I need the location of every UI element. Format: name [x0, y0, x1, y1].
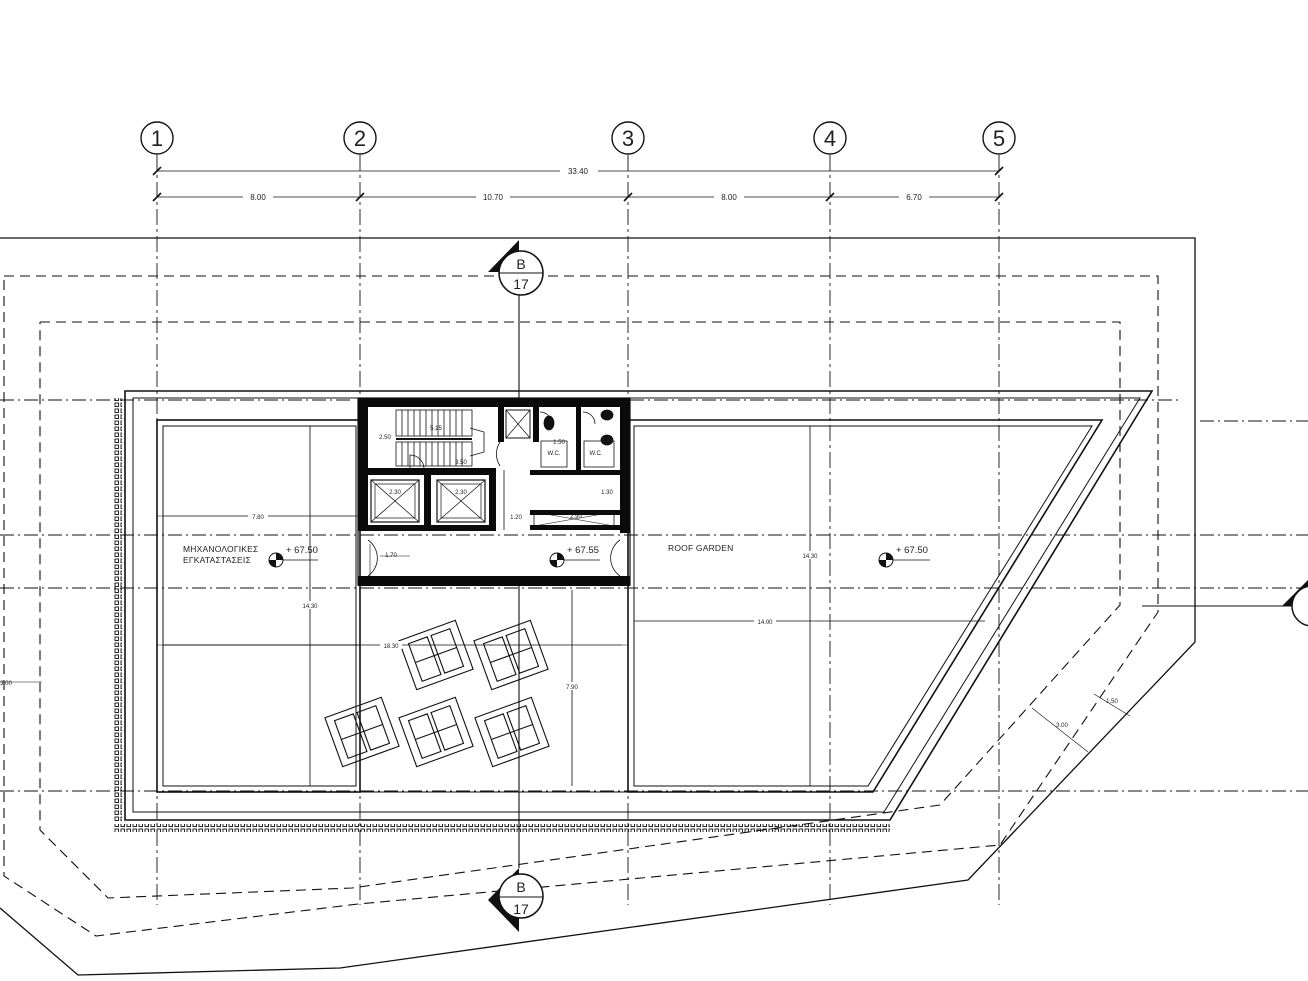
- dimension-bay-3: 8.00: [721, 193, 737, 202]
- dimension-stair-a: 2.50: [379, 435, 391, 441]
- dimension-corridor: 1.70: [385, 553, 397, 559]
- dimension-stair-b: 3.50: [455, 460, 467, 466]
- stair-core: [357, 397, 631, 586]
- site-boundary: [0, 237, 1196, 976]
- room-label-wc-2: W.C.: [590, 451, 603, 457]
- room-label-wc-1: W.C.: [548, 451, 561, 457]
- terrace-furniture: [324, 619, 550, 768]
- dimension-lower-depth: 7.90: [566, 685, 578, 691]
- internal-dimension-lines: [0, 426, 1131, 786]
- level-label-garden: + 67.50: [896, 545, 928, 556]
- grid-axis-label: 2: [354, 126, 366, 151]
- dimension-left-edge: 3.00: [0, 681, 12, 687]
- section-letter-top: B: [516, 256, 525, 272]
- section-sheet-bottom: 17: [513, 901, 529, 917]
- terrace-area: [157, 584, 629, 793]
- room-label-mechanical-2: ΕΓΚΑΤΑΣΤΑΣΕΙΣ: [183, 555, 251, 565]
- dimension-bay-1: 8.00: [250, 193, 266, 202]
- reference-lines: [0, 399, 1308, 792]
- grid-bubble-2: [343, 121, 377, 155]
- dimension-bay-4: 6.70: [906, 193, 922, 202]
- section-cut-line: [518, 290, 1292, 868]
- dimension-setback-a: 1.50: [1106, 699, 1118, 705]
- service-shaft: [505, 409, 531, 439]
- roof-garden-area: [627, 419, 1104, 793]
- grid-bubble-1: [140, 121, 174, 155]
- bead-edge-left: [114, 398, 122, 822]
- bead-edge-bottom: [114, 824, 890, 832]
- dimension-lift-b: 2.30: [455, 490, 467, 496]
- grid-bubble-4: [813, 121, 847, 155]
- section-mark-bottom: B 17: [488, 868, 544, 932]
- grid-axis-bubbles: 1 2 3 4 5: [140, 121, 1016, 155]
- section-letter-bottom: B: [516, 879, 525, 895]
- dimension-lift-a: 2.30: [389, 490, 401, 496]
- level-markers: + 67.50 + 67.55 + 67.50: [268, 545, 930, 568]
- grid-axis-label: 1: [151, 126, 163, 151]
- outer-site-line: [0, 237, 1196, 976]
- dimension-overall: 33.40: [568, 167, 589, 176]
- dimension-garden-depth: 14.30: [802, 554, 818, 560]
- elevator-2: [436, 479, 486, 523]
- dimension-wc-a: 1.50: [553, 440, 565, 446]
- dimension-stair-run: 5.15: [430, 426, 442, 432]
- grid-bubble-5: [982, 121, 1016, 155]
- building-outline: [114, 390, 1154, 832]
- setback-line-outer: [3, 275, 1159, 937]
- grid-axis-label: 5: [993, 126, 1005, 151]
- grid-axis-label: 4: [824, 126, 836, 151]
- dimension-setback-b: 3.00: [1056, 723, 1068, 729]
- section-mark-top: B 17: [488, 240, 544, 296]
- level-label-core: + 67.55: [567, 545, 599, 556]
- parapet-outer: [124, 390, 1154, 821]
- dimension-terrace-width: 18.30: [383, 644, 399, 650]
- setback-line-inner: [39, 321, 1121, 899]
- mechanical-area: [156, 419, 361, 793]
- dimension-wc-b: 2.40: [601, 438, 613, 444]
- dimension-garden-width: 14.00: [757, 620, 773, 626]
- dimension-service: 2.90: [570, 514, 582, 520]
- dimension-left-depth: 14.30: [302, 604, 318, 610]
- grid-bubble-3: [611, 121, 645, 155]
- room-label-roof-garden: ROOF GARDEN: [668, 543, 733, 553]
- dimension-core-height: 1.30: [601, 490, 613, 496]
- level-label-mechanical: + 67.50: [286, 545, 318, 556]
- elevator-1: [370, 479, 420, 523]
- dimension-left-width: 7.80: [252, 515, 264, 521]
- dimension-shaft: 1.20: [510, 515, 522, 521]
- section-sheet-top: 17: [513, 276, 529, 292]
- parapet-inner: [132, 397, 1141, 813]
- dimension-bay-2: 10.70: [483, 193, 504, 202]
- section-mark-right: [1282, 580, 1308, 627]
- room-label-mechanical: ΜΗΧΑΝΟΛΟΓΙΚΕΣ: [183, 544, 259, 554]
- grid-axis-label: 3: [622, 126, 634, 151]
